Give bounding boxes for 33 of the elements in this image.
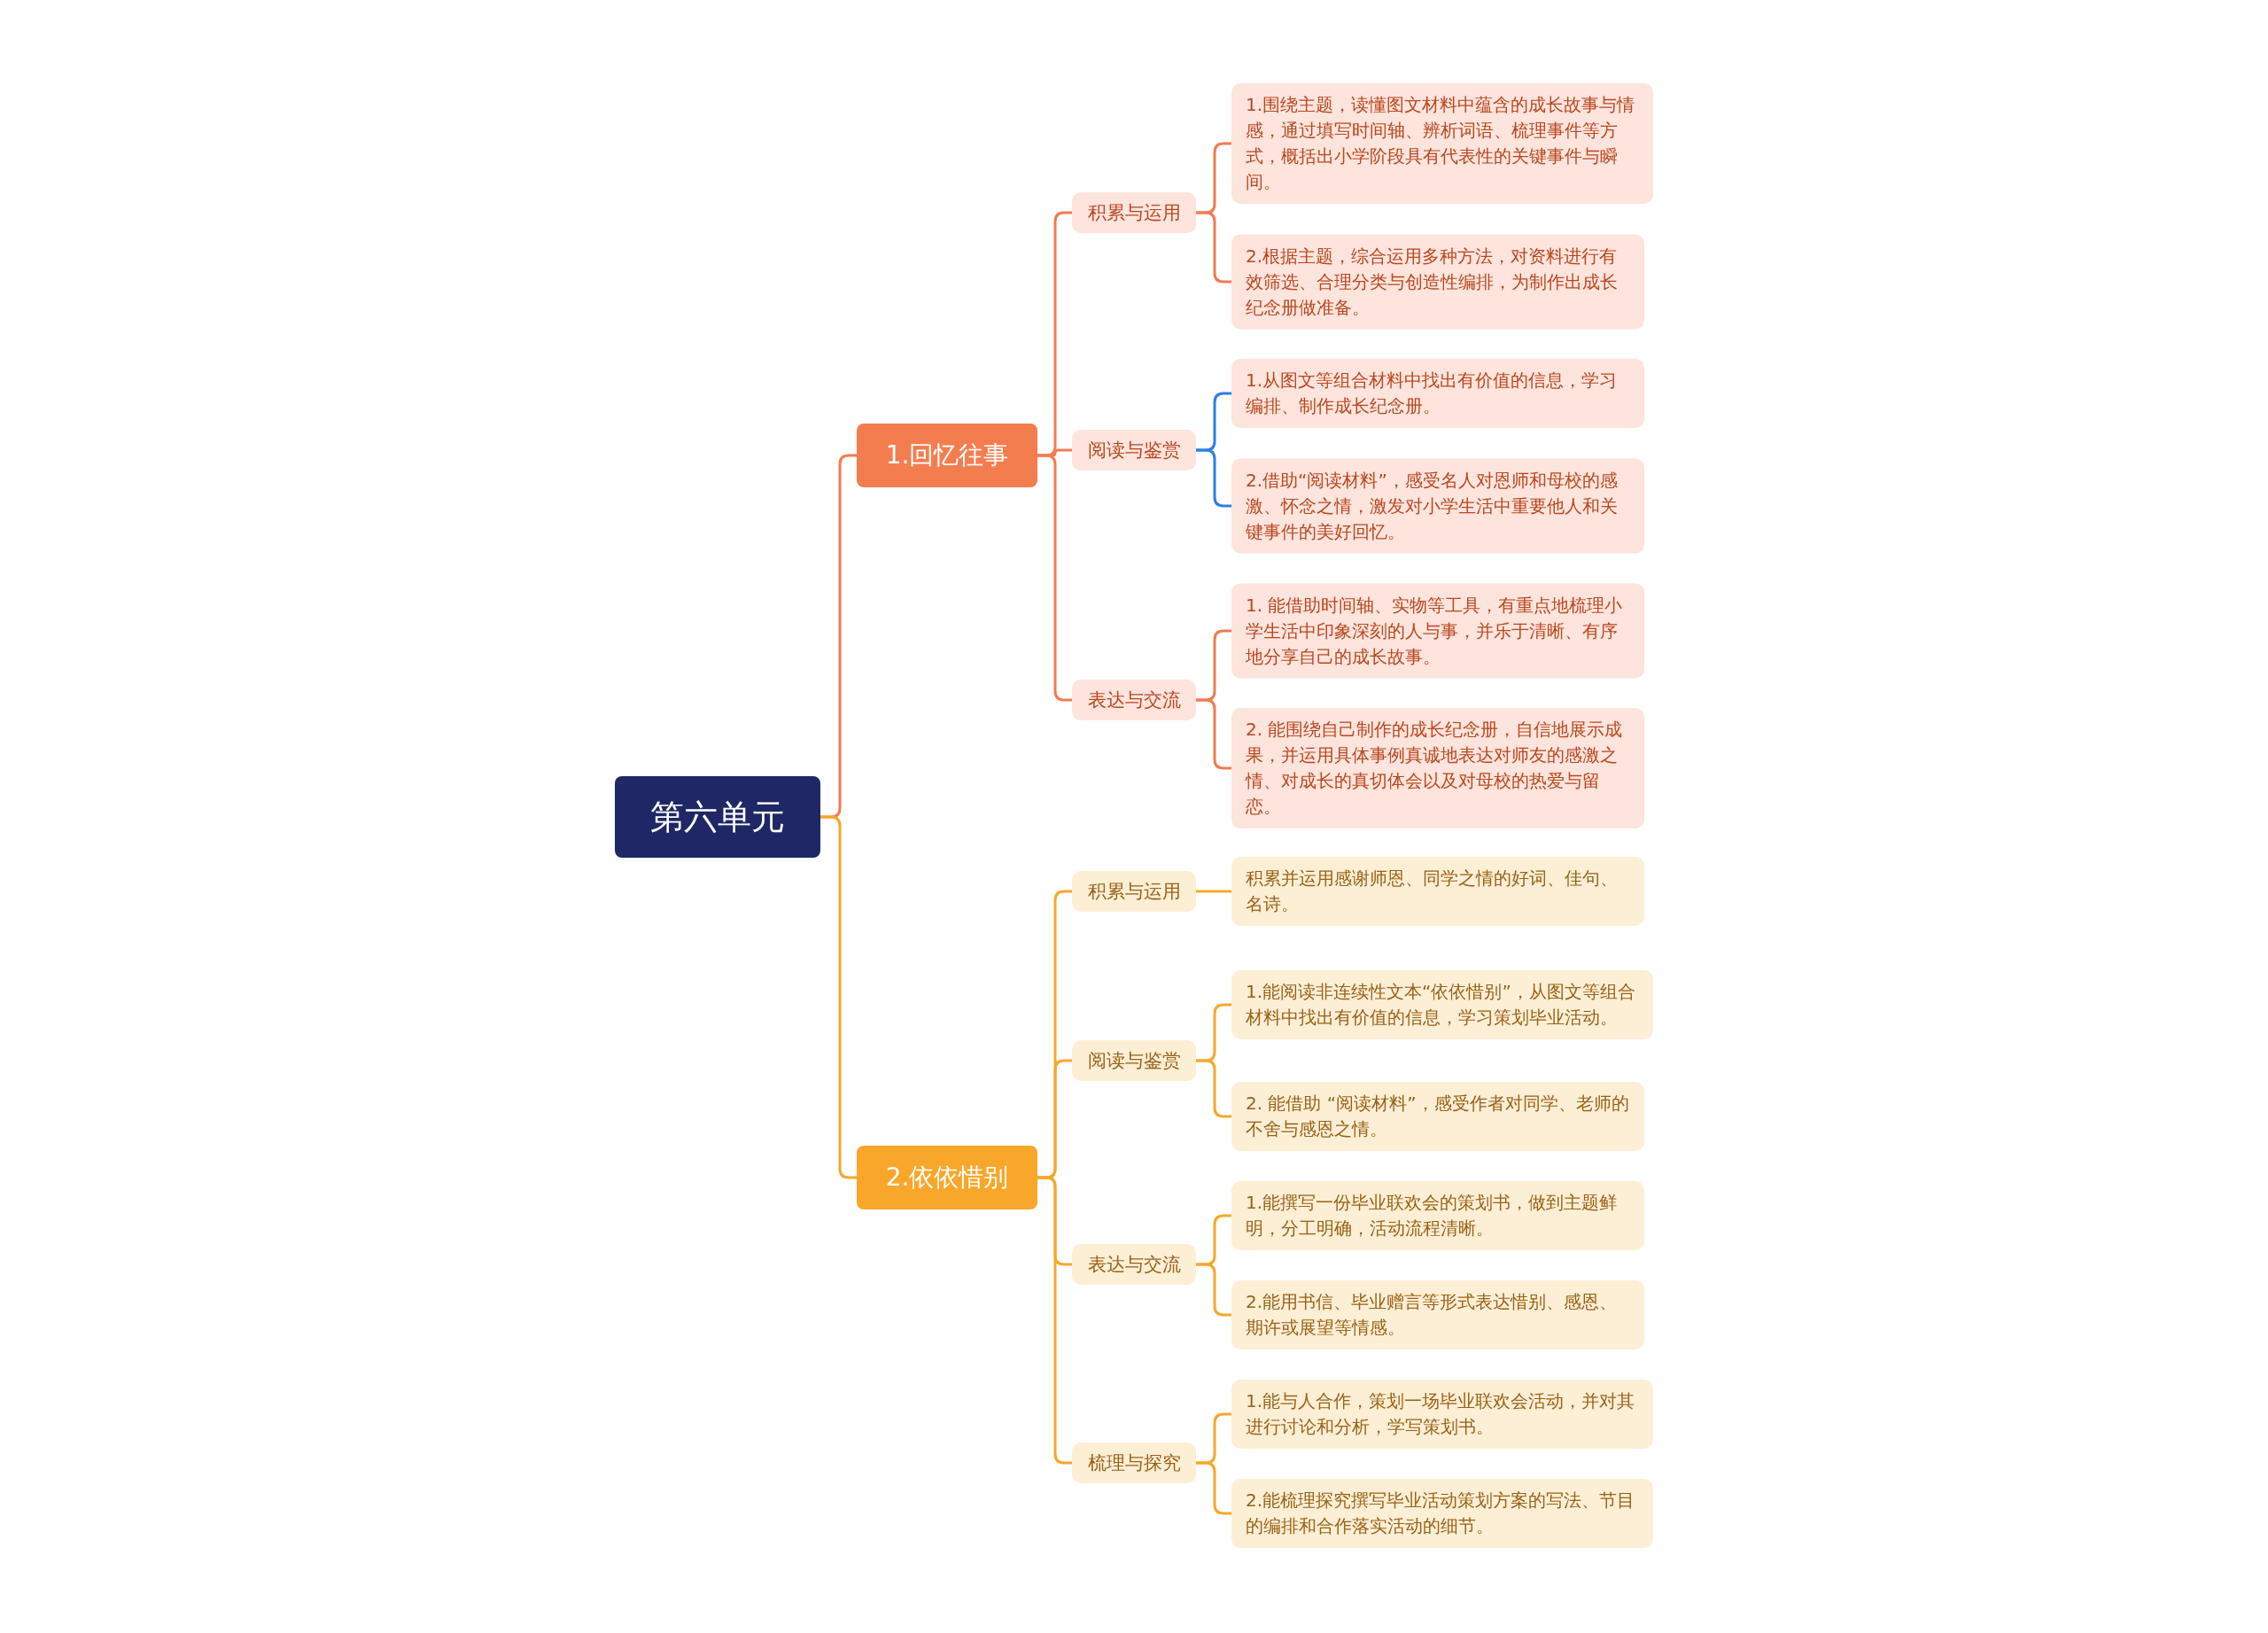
detail-box: 1.从图文等组合材料中找出有价值的信息，学习编排、制作成长纪念册。 — [1231, 359, 1644, 428]
connector-line — [1196, 1059, 1231, 1118]
subtopic-box: 表达与交流 — [1072, 680, 1196, 720]
main-topic-box: 1.回忆往事 — [857, 424, 1037, 487]
subtopic-box: 梳理与探究 — [1072, 1442, 1196, 1483]
central-topic-box: 第六单元 — [615, 776, 820, 858]
detail-box: 1.能阅读非连续性文本“依依惜别”，从图文等组合材料中找出有价值的信息，学习策划毕业活动。 — [1231, 970, 1653, 1039]
main-topic-box: 2.依依惜别 — [857, 1146, 1037, 1209]
detail-box: 2.根据主题，综合运用多种方法，对资料进行有效筛选、合理分类与创造性编排，为制作出成长纪念册做准备。 — [1231, 234, 1644, 330]
subtopic-box: 积累与运用 — [1072, 192, 1196, 233]
detail-box: 2. 能借助 “阅读材料”，感受作者对同学、老师的不舍与感恩之情。 — [1231, 1082, 1644, 1151]
detail-box: 1.围绕主题，读懂图文材料中蕴含的成长故事与情感，通过填写时间轴、辨析词语、梳理事件等方式，概括出小学阶段具有代表性的关键事件与瞬间。 — [1231, 83, 1653, 204]
detail-box: 1.能与人合作，策划一场毕业联欢会活动，并对其进行讨论和分析，学写策划书。 — [1231, 1380, 1653, 1449]
connector-line — [1196, 890, 1231, 893]
connector-line — [820, 815, 857, 1179]
detail-box: 1. 能借助时间轴、实物等工具，有重点地梳理小学生活中印象深刻的人与事，并乐于清晰、有序地分享自己的成长故事。 — [1231, 583, 1644, 679]
connector-line — [1037, 1176, 1072, 1465]
subtopic-box: 阅读与鉴赏 — [1072, 430, 1196, 470]
detail-box: 2. 能围绕自己制作的成长纪念册，自信地展示成果，并运用具体事例真诚地表达对师友的感激之情、对成长的真切体会以及对母校的热爱与留恋。 — [1231, 708, 1644, 828]
detail-box: 2.借助“阅读材料”，感受名人对恩师和母校的感激、怀念之情，激发对小学生活中重要他人和关键事件的美好回忆。 — [1231, 458, 1644, 554]
connector-line — [1037, 454, 1072, 702]
connector-line — [1196, 1461, 1231, 1515]
connector-line — [1196, 448, 1231, 508]
subtopic-box: 阅读与鉴赏 — [1072, 1040, 1196, 1081]
detail-box: 积累并运用感谢师恩、同学之情的好词、佳句、名诗。 — [1231, 857, 1644, 926]
detail-box: 2.能梳理探究撰写毕业活动策划方案的写法、节目的编排和合作落实活动的细节。 — [1231, 1479, 1653, 1548]
connector-line — [1196, 211, 1231, 284]
detail-box: 1.能撰写一份毕业联欢会的策划书，做到主题鲜明，分工明确，活动流程清晰。 — [1231, 1181, 1644, 1250]
connector-line — [1196, 1263, 1231, 1317]
connector-line — [1196, 698, 1231, 770]
subtopic-box: 表达与交流 — [1072, 1244, 1196, 1285]
detail-box: 2.能用书信、毕业赠言等形式表达惜别、感恩、期许或展望等情感。 — [1231, 1280, 1644, 1349]
subtopic-box: 积累与运用 — [1072, 871, 1196, 912]
